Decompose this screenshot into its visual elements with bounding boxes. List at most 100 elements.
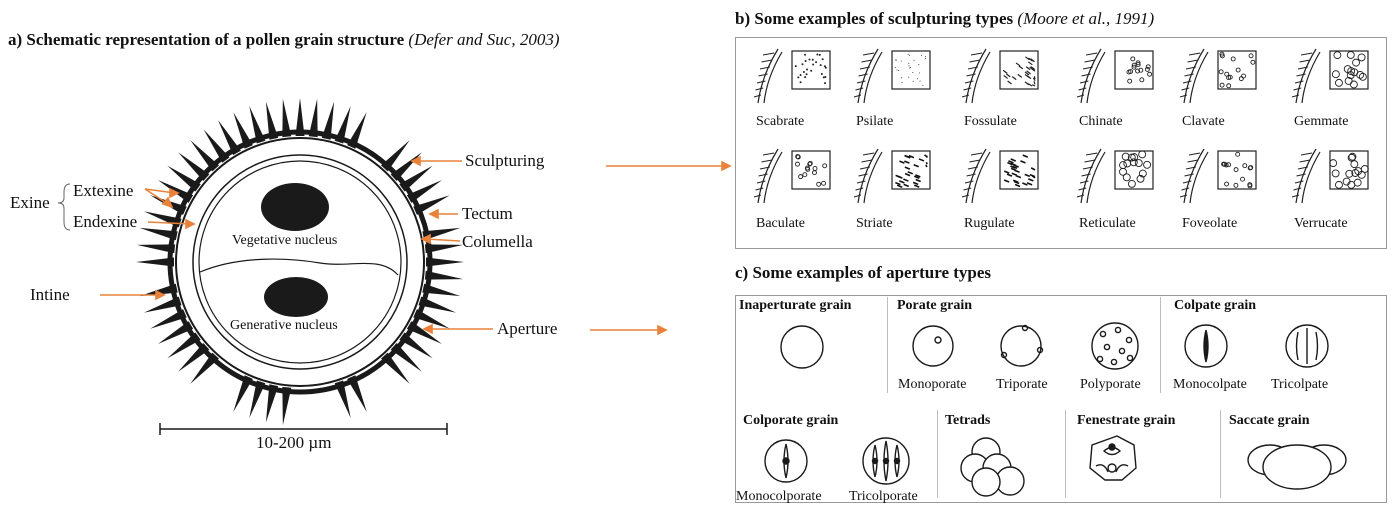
pollen-grain-diagram [57,98,732,435]
label-endexine: Endexine [73,212,138,231]
sculpturing-label-scabrate: Scabrate [756,114,805,129]
sculpturing-spike [249,380,266,418]
sculpturing-spike [422,283,461,297]
label-polyporate: Polyporate [1080,377,1141,392]
group-fenestrate: Fenestrate grain [1077,413,1176,428]
sculpturing-label-clavate: Clavate [1182,114,1225,129]
label-triporate: Triporate [996,377,1048,392]
panel-a-title: a) Schematic representation of a pollen … [8,30,559,50]
group-saccate: Saccate grain [1229,413,1310,428]
sculpturing-spike [321,101,335,140]
sculpturing-spike [295,98,305,136]
sculpturing-label-chinate: Chinate [1079,114,1123,129]
sculpturing-spike [233,112,253,149]
generative-nucleus [264,277,328,317]
sculpturing-spike [426,257,464,267]
panel-b-citation: (Moore et al., 1991) [1017,9,1155,28]
triporate-grain [1000,324,1044,367]
sculpturing-spike [418,296,456,313]
saccate-grain [1247,444,1347,490]
polyporate-grain [1091,322,1139,370]
label-extexine: Extexine [73,181,134,200]
panel-a-title-text: a) Schematic representation of a pollen … [8,30,405,49]
exine-outer-ring [167,129,433,395]
label-tricolporate: Tricolporate [849,489,918,504]
sculpturing-label-striate: Striate [856,216,893,231]
sculpturing-icon-rugulate [961,148,1039,204]
aperture-box [735,295,1387,503]
sculpturing-icon-psilate [853,48,931,104]
sculpturing-label-psilate: Psilate [856,114,894,129]
sculpturing-spike [136,257,174,267]
sculpturing-icon-chinate [1076,48,1154,104]
divider-2 [1160,297,1161,393]
fenestrate-grain [1089,435,1137,481]
label-tricolpate: Tricolpate [1271,377,1329,392]
sculpturing-label-rugulate: Rugulate [964,216,1015,231]
monocolporate-grain [764,439,808,483]
inaperturate-grain [780,325,824,369]
panel-c-title: c) Some examples of aperture types [735,263,992,282]
label-generative-nucleus: Generative nucleus [230,318,338,333]
panel-a-citation: (Defer and Suc, 2003) [408,30,560,49]
group-inaperturate: Inaperturate grain [739,298,852,313]
group-colporate: Colporate grain [743,413,839,428]
label-monocolporate: Monocolporate [736,489,822,504]
intine-ring [192,154,408,370]
sculpturing-spike [265,101,279,140]
endexine-ring [175,137,425,387]
sculpturing-spike [139,283,178,297]
label-exine: Exine [10,193,50,212]
label-aperture: Aperture [497,319,558,338]
label-columella: Columella [462,232,533,251]
sculpturing-spike [233,375,253,412]
vegetative-nucleus [261,183,329,231]
sculpturing-spike [157,321,194,344]
sculpturing-label-baculate: Baculate [756,216,805,231]
panel-b-title: b) Some examples of sculpturing types (M… [735,9,1154,29]
sculpturing-spike [334,380,351,418]
tricolporate-grain [862,437,910,485]
sculpturing-label-fossulate: Fossulate [964,114,1017,129]
sculpturing-spike [218,119,241,156]
sculpturing-spike [347,112,367,149]
divider-1 [887,297,888,393]
intine-inner-ring [198,160,402,364]
sculpturing-icon-reticulate [1076,148,1154,204]
sculpturing-icon-fossulate [961,48,1039,104]
label-tectum: Tectum [462,204,513,223]
group-porate: Porate grain [897,298,973,313]
tricolpate-grain [1285,324,1329,368]
label-monocolpate: Monocolpate [1173,377,1247,392]
monocolpate-grain [1184,324,1228,368]
label-monoporate: Monoporate [898,377,967,392]
sculpturing-icon-clavate [1179,48,1257,104]
sculpturing-icon-gemmate [1291,48,1369,104]
label-sculpturing: Sculpturing [465,151,545,170]
tetrad-grain [960,437,1025,497]
annotation-arrows [100,155,732,336]
group-colpate: Colpate grain [1174,298,1257,313]
panel-b-title-text: b) Some examples of sculpturing types [735,9,1014,28]
sculpturing-spike [424,244,464,254]
sculpturing-spike [413,195,450,215]
sculpturing-label-reticulate: Reticulate [1079,216,1136,231]
label-vegetative-nucleus: Vegetative nucleus [232,233,338,248]
divider-5 [1220,410,1221,498]
sculpturing-spike [144,296,182,313]
sculpturing-spike [406,321,443,344]
sculpturing-spike [139,227,178,241]
sculpturing-spike [424,270,464,280]
sculpturing-spike [282,98,292,138]
sculpturing-spike [150,309,187,329]
sculpturing-icon-verrucate [1291,148,1369,204]
sculpturing-label-verrucate: Verrucate [1294,216,1348,231]
sculpturing-spike [406,180,443,203]
cell-division-line [199,258,399,276]
sculpturing-icon-foveolate [1179,148,1257,204]
exine-brace [57,183,71,231]
sculpturing-label-foveolate: Foveolate [1182,216,1238,231]
label-intine: Intine [30,285,70,304]
sculpturing-spike [422,227,461,241]
